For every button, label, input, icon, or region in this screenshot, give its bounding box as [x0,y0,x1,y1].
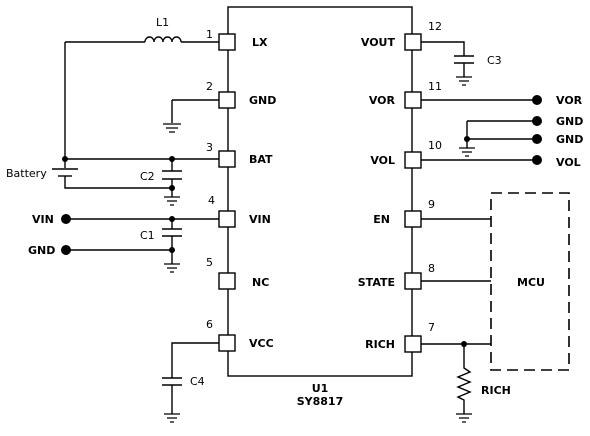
gnd-terminal-right-2 [532,134,542,144]
pin-squares [218,33,422,353]
terminal-label-vor: VOR [556,94,583,107]
ground-pin2 [163,123,181,133]
label-c1: C1 [140,229,155,242]
label-l1: L1 [156,16,169,29]
pin-number-10: 10 [428,139,442,152]
pin-name-vor: VOR [369,94,396,107]
junction-gnd-right [464,136,470,142]
ground-c1 [164,263,180,273]
pin-number-7: 7 [428,321,435,334]
chip-body [227,6,413,377]
pin-name-state: STATE [358,276,395,289]
label-rich-resistor: RICH [481,384,511,397]
pin-number-4: 4 [208,194,215,207]
terminal-label-gnd-2: GND [556,133,583,146]
pin-name-lx: LX [252,36,268,49]
vor-terminal [532,95,542,105]
label-c4: C4 [190,375,205,388]
pin-name-gnd: GND [249,94,276,107]
terminal-label-gnd: GND [28,244,55,257]
ground-c2 [164,196,180,206]
pin-number-1: 1 [206,28,213,41]
label-c2: C2 [140,170,155,183]
pin-name-en: EN [373,213,390,226]
pin-name-vin: VIN [249,213,271,226]
terminal-label-vol: VOL [556,156,581,169]
battery-symbol [52,159,172,189]
gnd-terminal-right-1 [532,116,542,126]
gnd-pin-wire [171,99,219,123]
pin-name-vout: VOUT [361,36,396,49]
gnd-right-wire [466,120,537,148]
pin-number-6: 6 [206,318,213,331]
pin-number-3: 3 [206,141,213,154]
terminal-label-gnd-1: GND [556,115,583,128]
pin-name-vcc: VCC [249,337,274,350]
pin-name-bat: BAT [249,153,273,166]
chip-part-number: SY8817 [297,395,344,408]
pin-number-2: 2 [206,80,213,93]
label-battery: Battery [6,167,47,180]
label-mcu: MCU [517,276,545,289]
label-c3: C3 [487,54,502,67]
pin-number-11: 11 [428,80,442,93]
pin-name-vol: VOL [370,154,395,167]
capacitor-c2 [162,159,182,197]
pin-number-9: 9 [428,198,435,211]
mcu-box [490,192,570,371]
pin-name-nc: NC [252,276,269,289]
ground-right [459,147,475,157]
chip-designator: U1 [312,382,329,395]
vol-terminal [532,155,542,165]
capacitor-c3 [421,41,474,86]
inductor-l1 [65,36,219,43]
pin-number-5: 5 [206,256,213,269]
pin-number-8: 8 [428,262,435,275]
capacitor-c4 [162,342,219,423]
terminal-label-vin: VIN [32,213,54,226]
pin-name-rich: RICH [365,338,395,351]
pin-number-12: 12 [428,20,442,33]
resistor-rich [456,344,472,423]
capacitor-c1 [162,219,182,264]
